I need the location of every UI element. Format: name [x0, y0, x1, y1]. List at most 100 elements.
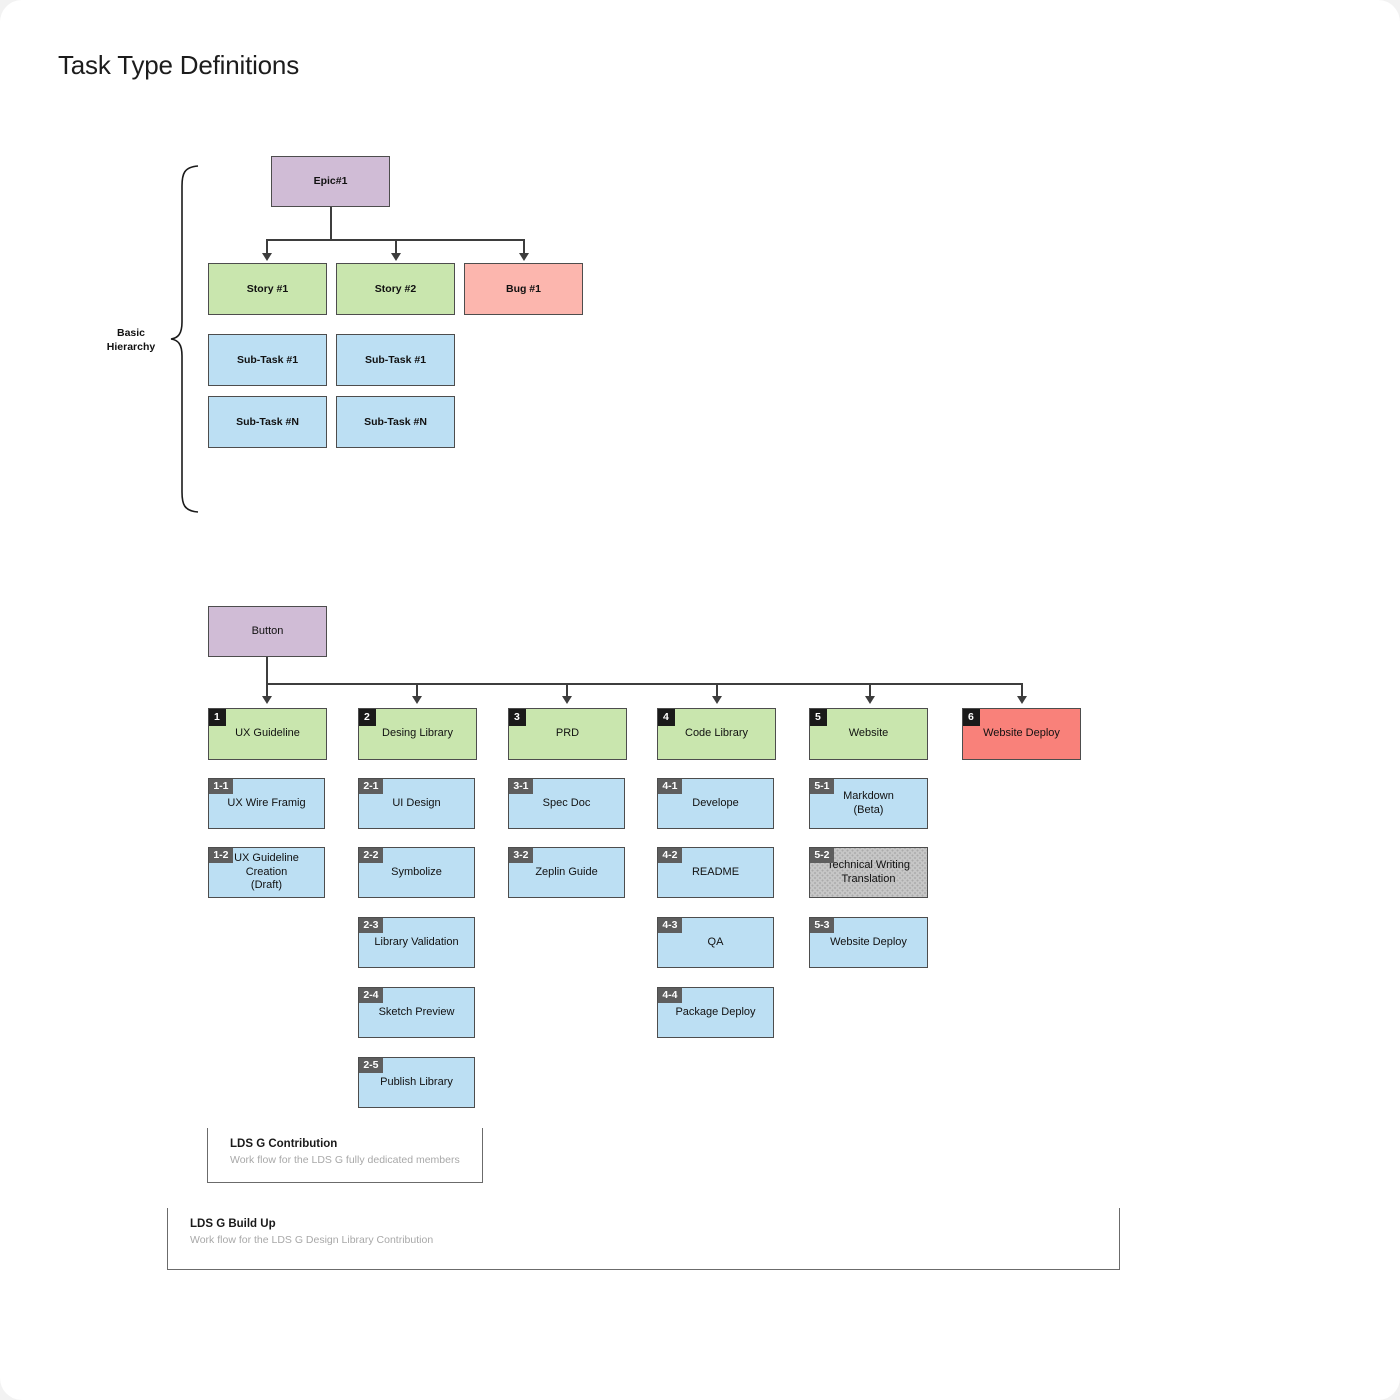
node-markdown-beta[interactable]: 5-1 Markdown (Beta): [809, 778, 928, 829]
arrowhead-story2: [391, 253, 401, 261]
arrowhead-col6: [1017, 696, 1027, 704]
connector-button-stem: [266, 657, 268, 684]
node-website-deploy[interactable]: 6 Website Deploy: [962, 708, 1081, 760]
node-code-library[interactable]: 4 Code Library: [657, 708, 776, 760]
node-label: UI Design: [392, 796, 441, 809]
node-technical-writing-translation[interactable]: 5-2 Technical Writing Translation: [809, 847, 928, 898]
connector-drop-col3: [566, 683, 568, 698]
node-label: Publish Library: [380, 1075, 453, 1088]
node-label: UX Guideline Creation (Draft): [234, 852, 299, 892]
node-label: Spec Doc: [542, 796, 591, 809]
node-label: Sub-Task #N: [364, 415, 427, 428]
node-index-badge: 6: [963, 709, 981, 727]
node-label: Develope: [692, 796, 739, 809]
node-index-badge: 3: [509, 709, 527, 727]
node-label: Sketch Preview: [378, 1005, 455, 1018]
node-develope[interactable]: 4-1 Develope: [657, 778, 774, 829]
node-symbolize[interactable]: 2-2 Symbolize: [358, 847, 475, 898]
node-index-badge: 3-1: [509, 779, 534, 795]
node-index-badge: 2-2: [359, 848, 384, 864]
node-label: Button: [251, 624, 284, 637]
connector-epic-stem: [330, 207, 332, 240]
arrowhead-col2: [412, 696, 422, 704]
node-readme[interactable]: 4-2 README: [657, 847, 774, 898]
node-ux-guideline[interactable]: 1 UX Guideline: [208, 708, 327, 760]
node-index-badge: 2-5: [359, 1058, 384, 1074]
basic-hierarchy-label: Basic Hierarchy: [106, 327, 156, 353]
node-ui-design[interactable]: 2-1 UI Design: [358, 778, 475, 829]
node-subtask-2-1[interactable]: Sub-Task #1: [336, 334, 455, 386]
node-label: PRD: [555, 727, 580, 740]
arrowhead-col5: [865, 696, 875, 704]
node-ux-guideline-creation-draft[interactable]: 1-2 UX Guideline Creation (Draft): [208, 847, 325, 898]
node-index-badge: 4-1: [658, 779, 683, 795]
node-spec-doc[interactable]: 3-1 Spec Doc: [508, 778, 625, 829]
node-index-badge: 1: [209, 709, 227, 727]
node-index-badge: 4-3: [658, 918, 683, 934]
node-qa[interactable]: 4-3 QA: [657, 917, 774, 968]
node-index-badge: 2-3: [359, 918, 384, 934]
node-package-deploy[interactable]: 4-4 Package Deploy: [657, 987, 774, 1038]
node-index-badge: 5: [810, 709, 828, 727]
node-label: Library Validation: [374, 935, 459, 948]
connector-drop-col6: [1021, 683, 1023, 698]
node-index-badge: 1-2: [209, 848, 234, 864]
node-epic-1[interactable]: Epic#1: [271, 156, 390, 207]
page-title: Task Type Definitions: [58, 50, 299, 80]
legend-lds-g-build-up: LDS G Build Up Work flow for the LDS G D…: [167, 1208, 1120, 1270]
node-publish-library[interactable]: 2-5 Publish Library: [358, 1057, 475, 1108]
node-ux-wire-framig[interactable]: 1-1 UX Wire Framig: [208, 778, 325, 829]
connector-drop-col1: [266, 683, 268, 698]
node-prd[interactable]: 3 PRD: [508, 708, 627, 760]
node-label: Zeplin Guide: [535, 865, 598, 878]
node-zeplin-guide[interactable]: 3-2 Zeplin Guide: [508, 847, 625, 898]
node-desing-library[interactable]: 2 Desing Library: [358, 708, 477, 760]
legend-title: LDS G Contribution: [230, 1138, 338, 1150]
connector-drop-col5: [869, 683, 871, 698]
node-index-badge: 5-1: [810, 779, 835, 795]
connector-epic-to-story2: [395, 239, 397, 255]
node-label: Sub-Task #1: [364, 353, 427, 366]
legend-subtitle: Work flow for the LDS G Design Library C…: [190, 1234, 434, 1246]
node-label: Website Deploy: [983, 727, 1060, 740]
node-index-badge: 2-4: [359, 988, 384, 1004]
node-library-validation[interactable]: 2-3 Library Validation: [358, 917, 475, 968]
node-label: Symbolize: [391, 865, 442, 878]
node-label: UX Guideline: [235, 727, 300, 740]
node-index-badge: 4-2: [658, 848, 683, 864]
connector-epic-to-bug1: [523, 239, 525, 255]
node-label: Story #1: [246, 282, 289, 295]
node-label: Sub-Task #N: [236, 415, 299, 428]
node-index-badge: 4: [658, 709, 676, 727]
node-index-badge: 1-1: [209, 779, 234, 795]
node-label: Website Deploy: [830, 935, 907, 948]
node-website[interactable]: 5 Website: [809, 708, 928, 760]
node-button[interactable]: Button: [208, 606, 327, 657]
node-label: Story #2: [374, 282, 417, 295]
arrowhead-col1: [262, 696, 272, 704]
node-label: Desing Library: [382, 727, 453, 740]
node-bug-1[interactable]: Bug #1: [464, 263, 583, 315]
node-subtask-1-n[interactable]: Sub-Task #N: [208, 396, 327, 448]
node-label: Bug #1: [505, 282, 541, 295]
node-label: Epic#1: [313, 175, 348, 188]
node-sketch-preview[interactable]: 2-4 Sketch Preview: [358, 987, 475, 1038]
arrowhead-col4: [712, 696, 722, 704]
node-label: README: [691, 865, 740, 878]
node-label: QA: [707, 935, 724, 948]
node-story-1[interactable]: Story #1: [208, 263, 327, 315]
node-story-2[interactable]: Story #2: [336, 263, 455, 315]
legend-lds-g-contribution: LDS G Contribution Work flow for the LDS…: [207, 1128, 483, 1183]
node-subtask-2-n[interactable]: Sub-Task #N: [336, 396, 455, 448]
node-label: Technical Writing Translation: [827, 859, 910, 885]
node-index-badge: 3-2: [509, 848, 534, 864]
connector-drop-col4: [716, 683, 718, 698]
node-website-deploy-sub[interactable]: 5-3 Website Deploy: [809, 917, 928, 968]
legend-title: LDS G Build Up: [190, 1218, 276, 1230]
node-label: UX Wire Framig: [227, 796, 306, 809]
node-index-badge: 5-2: [810, 848, 835, 864]
node-subtask-1-1[interactable]: Sub-Task #1: [208, 334, 327, 386]
node-index-badge: 4-4: [658, 988, 683, 1004]
arrowhead-col3: [562, 696, 572, 704]
